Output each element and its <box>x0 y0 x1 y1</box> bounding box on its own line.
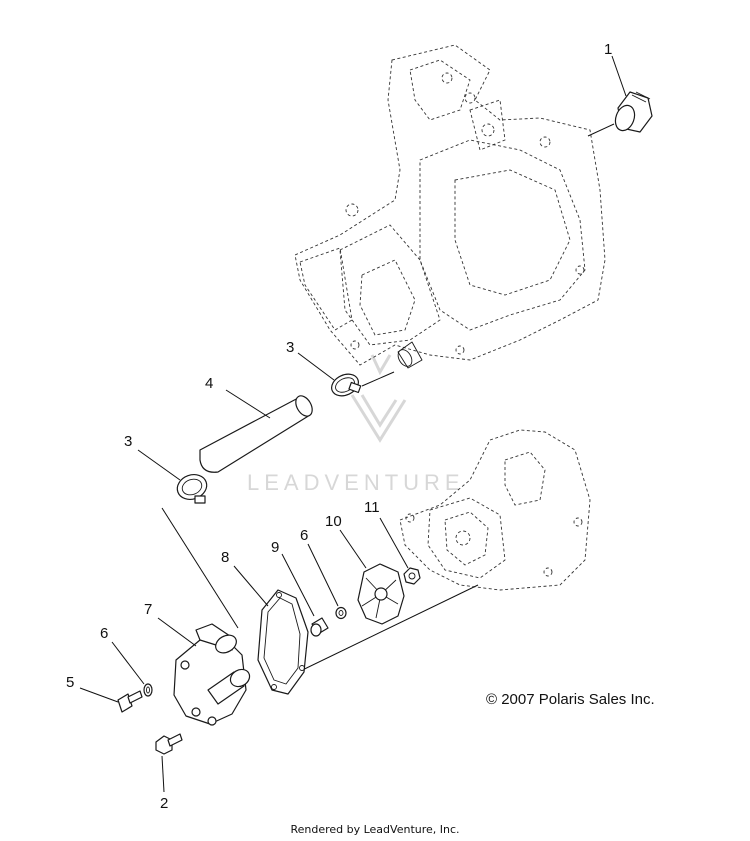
engine-cylinder-head <box>294 44 606 369</box>
watermark-text: LEADVENTURE <box>247 470 465 495</box>
part-9-fitting <box>310 617 329 637</box>
part-8-gasket <box>257 589 309 695</box>
engine-crankcase <box>399 429 591 591</box>
callout-2: 2 <box>160 795 168 812</box>
render-credit: Rendered by LeadVenture, Inc. <box>290 823 460 836</box>
part-3-upper-hose-clamp <box>331 371 395 397</box>
part-1-thermostat-plug <box>587 91 653 137</box>
callout-6-upper: 6 <box>300 527 308 544</box>
leadventure-watermark: LEADVENTURE <box>247 354 465 495</box>
callout-7: 7 <box>144 601 152 618</box>
part-10-impeller <box>357 563 405 625</box>
callout-9: 9 <box>271 539 279 556</box>
part-11-nut <box>403 567 421 585</box>
part-4-coolant-hose <box>199 395 313 473</box>
copyright-notice: © 2007 Polaris Sales Inc. <box>486 691 655 708</box>
callout-3-lower: 3 <box>124 433 132 450</box>
callout-10: 10 <box>325 513 342 530</box>
callout-4: 4 <box>205 375 213 392</box>
callout-8: 8 <box>221 549 229 566</box>
part-2-bolt <box>155 733 183 755</box>
callout-11: 11 <box>364 499 380 516</box>
callout-3-upper: 3 <box>286 339 294 356</box>
part-7-water-pump-cover <box>173 623 251 726</box>
part-3-lower-hose-clamp <box>176 474 208 504</box>
part-5-bolt <box>117 690 143 713</box>
callout-1: 1 <box>604 41 612 58</box>
callout-5: 5 <box>66 674 74 691</box>
part-6-upper-washer <box>335 606 347 620</box>
part-6-lower-washer <box>143 683 153 697</box>
callout-6-lower: 6 <box>100 625 108 642</box>
